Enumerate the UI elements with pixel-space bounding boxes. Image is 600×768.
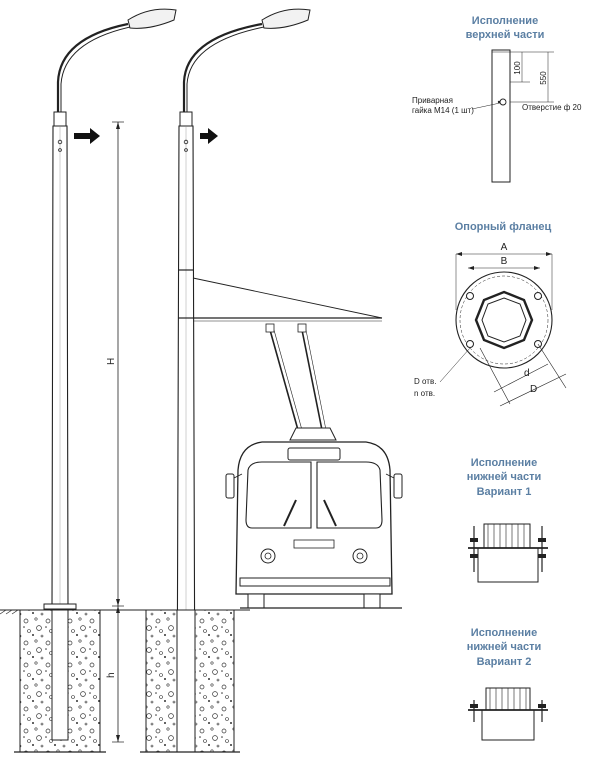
nut-label-1: Приварная	[412, 96, 453, 105]
variant-2-title-2: нижней части	[467, 641, 542, 653]
variant-1-title-2: нижней части	[467, 471, 542, 483]
upper-section-title-1: Исполнение	[472, 15, 538, 27]
trolleybus	[225, 323, 403, 609]
nut-label-2: гайка М14 (1 шт)	[412, 106, 474, 115]
upper-section-detail: Исполнение верхней части 100 550 Приварн…	[412, 15, 582, 183]
variant-2-title-1: Исполнение	[471, 627, 537, 639]
lower-variant-2-detail: Исполнение нижней части Вариант 2	[467, 627, 548, 741]
flange-label-b: B	[501, 256, 508, 267]
upper-section-title-2: верхней части	[466, 29, 545, 41]
dimension-h-buried-label: h	[106, 672, 117, 678]
hole-label: Отверстие ф 20	[522, 103, 582, 112]
variant-2-title-3: Вариант 2	[477, 656, 532, 668]
dim-100-label: 100	[513, 61, 522, 75]
pole-2	[140, 8, 383, 753]
lower-variant-1-detail: Исполнение нижней части Вариант 1	[467, 457, 548, 583]
holes-n-label: n отв.	[414, 389, 435, 398]
variant-1-title-3: Вариант 1	[477, 486, 532, 498]
arrow-icon-2	[200, 128, 218, 144]
dim-550-label: 550	[539, 71, 548, 85]
variant-1-title-1: Исполнение	[471, 457, 537, 469]
flange-title: Опорный фланец	[455, 221, 552, 233]
dimension-h-total-label: H	[106, 358, 117, 365]
arrow-icon-1	[74, 128, 100, 144]
holes-d-label: D отв.	[414, 377, 436, 386]
flange-label-d-big: D	[530, 384, 537, 395]
pole-1: H h	[0, 8, 177, 753]
flange-label-a: A	[501, 242, 508, 253]
flange-label-d-small: d	[524, 368, 530, 379]
support-flange-detail: Опорный фланец A B d D D отв. n отв.	[414, 221, 567, 407]
